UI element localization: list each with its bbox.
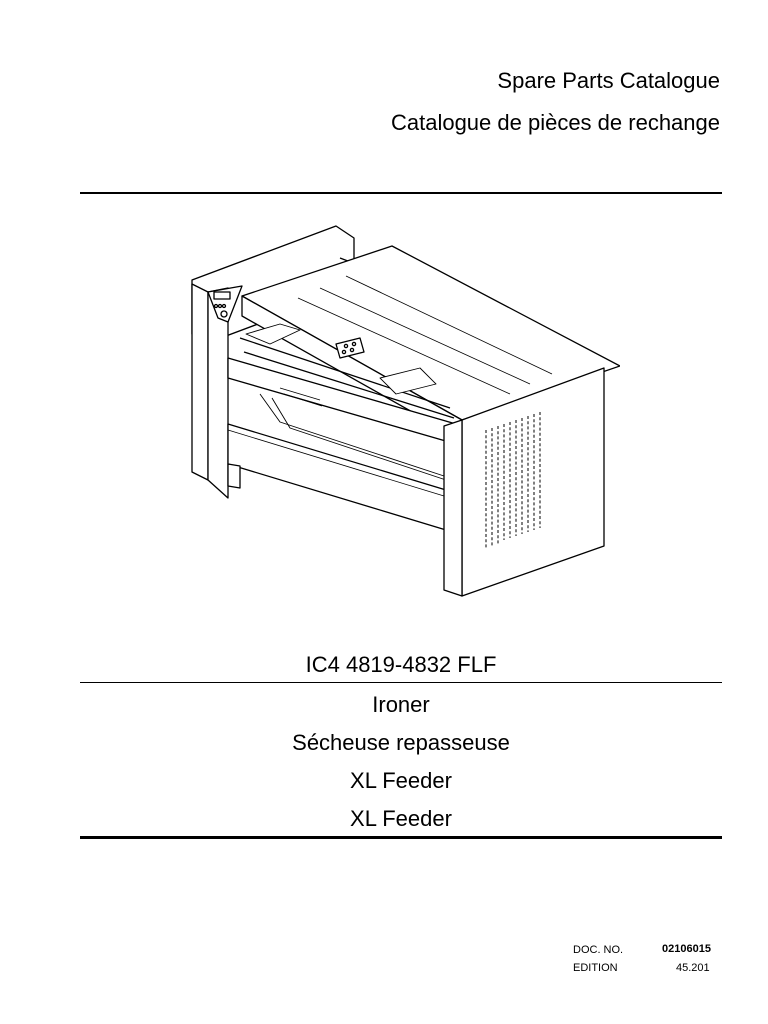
edition-label: EDITION bbox=[573, 962, 618, 974]
product-description-line: XL Feeder bbox=[350, 806, 452, 831]
top-divider bbox=[80, 192, 722, 194]
doc-number-value: 02106015 bbox=[662, 943, 711, 955]
bottom-divider bbox=[80, 836, 722, 839]
edition-value: 45.201 bbox=[676, 962, 710, 974]
ironer-machine-illustration bbox=[191, 225, 620, 597]
model-number: IC4 4819-4832 FLF bbox=[305, 652, 497, 677]
product-description-line: Sécheuse repasseuse bbox=[292, 730, 510, 755]
catalogue-title-french: Catalogue de pièces de rechange bbox=[390, 110, 720, 135]
product-description-line: Ironer bbox=[372, 692, 430, 717]
doc-number-label: DOC. NO. bbox=[573, 944, 624, 956]
product-description-line: XL Feeder bbox=[350, 768, 452, 793]
model-divider bbox=[80, 682, 722, 683]
catalogue-title-english: Spare Parts Catalogue bbox=[497, 68, 720, 93]
